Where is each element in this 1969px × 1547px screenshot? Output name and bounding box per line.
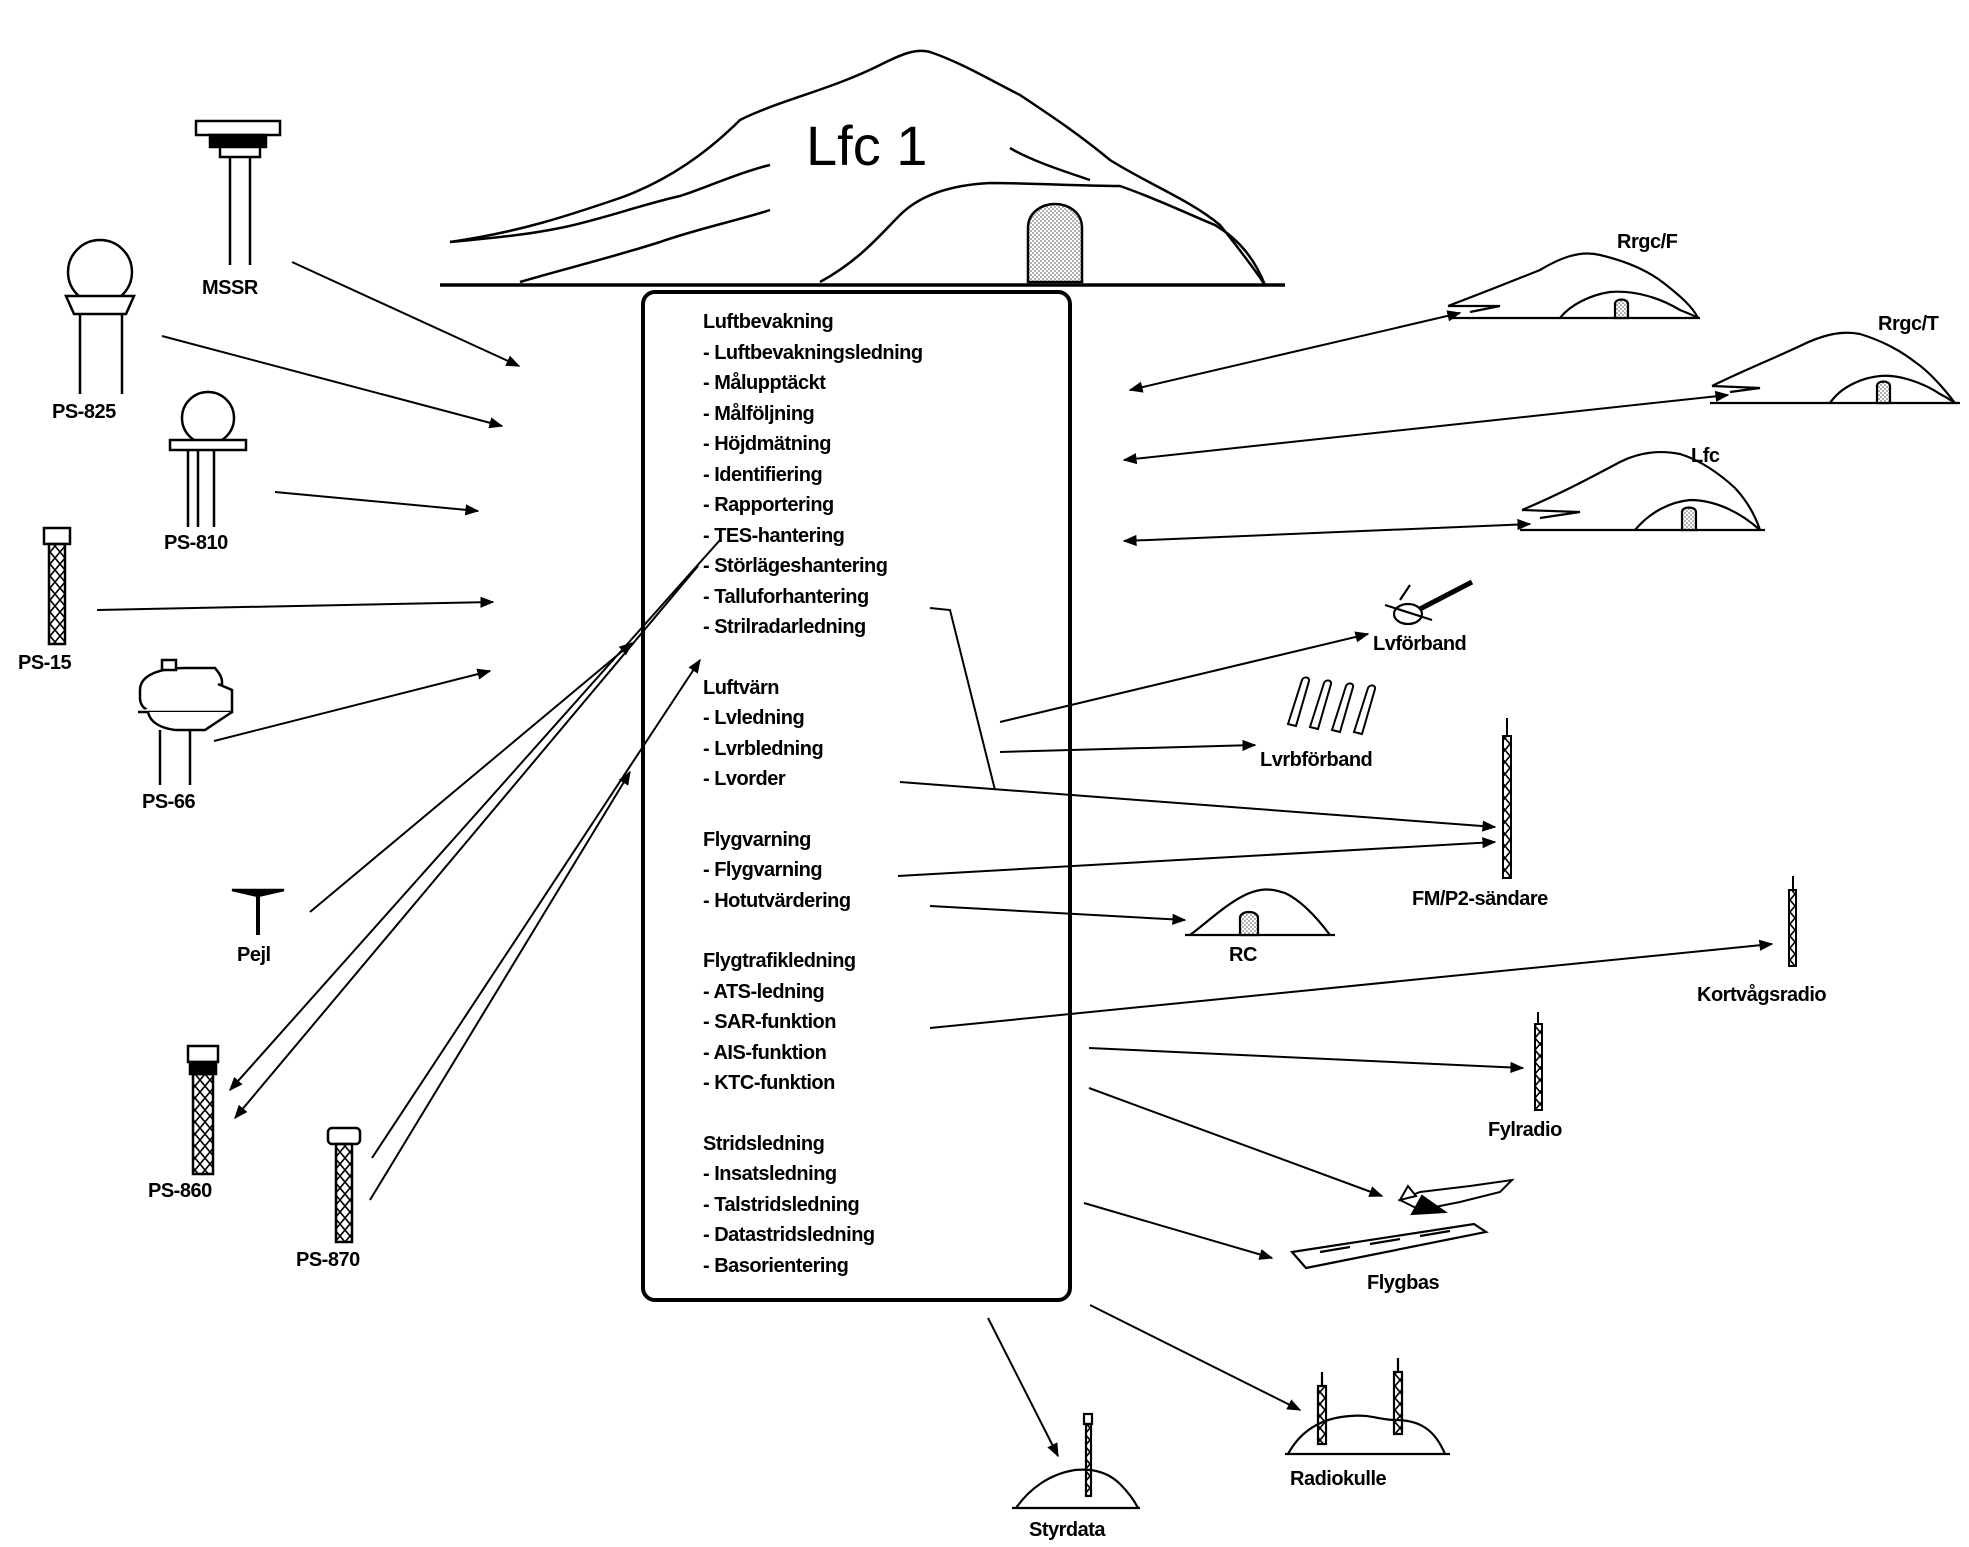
lfc1-tunnel-entrance xyxy=(1026,202,1084,284)
ps860-label: PS-860 xyxy=(148,1180,212,1202)
jet-aircraft-icon xyxy=(1397,1178,1515,1216)
function-list: Luftbevakning Luftbevakningsledning Målu… xyxy=(703,307,923,1281)
ps810-radar-icon xyxy=(168,390,248,527)
function-item: Rapportering xyxy=(703,490,923,521)
lvrbforband-label: Lvrbförband xyxy=(1260,749,1373,771)
ps825-radar-icon xyxy=(64,238,136,394)
rrgc-f-mountain xyxy=(1447,252,1700,320)
group-luftvarn: Luftvärn Lvledning Lvrbledning Lvorder xyxy=(703,673,923,795)
function-item: KTC-funktion xyxy=(703,1068,923,1099)
fm-p2-label: FM/P2-sändare xyxy=(1412,888,1548,910)
function-item: Lvledning xyxy=(703,703,923,734)
ps66-radar-icon xyxy=(138,658,234,785)
function-item: Identifiering xyxy=(703,460,923,491)
rrgc-t-mountain xyxy=(1710,331,1960,405)
function-item: Målföljning xyxy=(703,399,923,430)
function-item: Lvrbledning xyxy=(703,734,923,765)
function-item: Talluforhantering xyxy=(703,582,923,613)
fylradio-mast-icon xyxy=(1534,1012,1543,1111)
mssr-label: MSSR xyxy=(202,277,258,299)
group-heading: Luftbevakning xyxy=(703,311,834,333)
group-stridsledning: Stridsledning Insatsledning Talstridsled… xyxy=(703,1129,923,1282)
lvrbforband-missiles-icon xyxy=(1286,676,1377,736)
function-item: Höjdmätning xyxy=(703,429,923,460)
ps870-label: PS-870 xyxy=(296,1249,360,1271)
flygbas-runway-icon xyxy=(1289,1222,1489,1270)
function-item: Luftbevakningsledning xyxy=(703,338,923,369)
rc-mountain xyxy=(1185,888,1335,937)
ps810-label: PS-810 xyxy=(164,532,228,554)
fm-p2-mast-icon xyxy=(1502,718,1512,879)
radiokulle-label: Radiokulle xyxy=(1290,1468,1387,1490)
lfc-label: Lfc xyxy=(1691,445,1720,467)
group-heading: Stridsledning xyxy=(703,1132,825,1155)
ps860-radar-icon xyxy=(186,1044,220,1176)
ps66-label: PS-66 xyxy=(142,791,196,813)
pejl-antenna-icon xyxy=(231,888,285,935)
function-item: Flygvarning xyxy=(703,855,923,886)
group-heading: Flygtrafikledning xyxy=(703,950,856,972)
ps15-label: PS-15 xyxy=(18,652,72,674)
lfc1-title: Lfc 1 xyxy=(806,114,928,177)
lvforband-label: Lvförband xyxy=(1373,633,1467,655)
function-item: Störlägeshantering xyxy=(703,551,923,582)
function-item: Hotutvärdering xyxy=(703,886,923,917)
function-item: AIS-funktion xyxy=(703,1038,923,1069)
function-item: Målupptäckt xyxy=(703,368,923,399)
kortvagsradio-label: Kortvågsradio xyxy=(1697,984,1827,1006)
function-item: Strilradarledning xyxy=(703,612,923,643)
group-luftbevakning: Luftbevakning Luftbevakningsledning Målu… xyxy=(703,307,923,643)
group-heading: Flygvarning xyxy=(703,828,811,851)
function-item: Insatsledning xyxy=(703,1159,923,1190)
fylradio-label: Fylradio xyxy=(1488,1119,1562,1141)
ps15-radar-icon xyxy=(42,526,72,646)
lfc-mountain xyxy=(1520,451,1765,532)
function-item: SAR-funktion xyxy=(703,1007,923,1038)
lfc1-mountain xyxy=(440,49,1285,287)
function-item: ATS-ledning xyxy=(703,977,923,1008)
mssr-radar-icon xyxy=(194,119,282,265)
function-item: Lvorder xyxy=(703,764,923,795)
sensor-arrows xyxy=(96,261,721,1201)
styrdata-hill-icon xyxy=(1012,1412,1140,1510)
kortvagsradio-mast-icon xyxy=(1788,876,1797,967)
group-heading: Luftvärn xyxy=(703,676,779,699)
rrgc-f-label: Rrgc/F xyxy=(1617,231,1678,253)
styrdata-label: Styrdata xyxy=(1029,1519,1106,1541)
function-item: Basorientering xyxy=(703,1251,923,1282)
ps825-label: PS-825 xyxy=(52,401,116,423)
rrgc-t-label: Rrgc/T xyxy=(1878,313,1939,335)
function-item: TES-hantering xyxy=(703,521,923,552)
function-item: Talstridsledning xyxy=(703,1190,923,1221)
flygbas-label: Flygbas xyxy=(1367,1272,1440,1294)
group-flygvarning: Flygvarning Flygvarning Hotutvärdering xyxy=(703,825,923,917)
function-item: Datastridsledning xyxy=(703,1220,923,1251)
lvforband-aircraft-icon xyxy=(1384,579,1474,626)
lfc1-function-box xyxy=(641,290,1072,1302)
pejl-label: Pejl xyxy=(237,944,271,966)
ps870-radar-icon xyxy=(326,1126,362,1244)
rc-label: RC xyxy=(1229,944,1257,966)
unit-arrows xyxy=(897,310,1774,1458)
radiokulle-hill-icon xyxy=(1285,1358,1450,1456)
group-flygtrafikledning: Flygtrafikledning ATS-ledning SAR-funkti… xyxy=(703,946,923,1099)
